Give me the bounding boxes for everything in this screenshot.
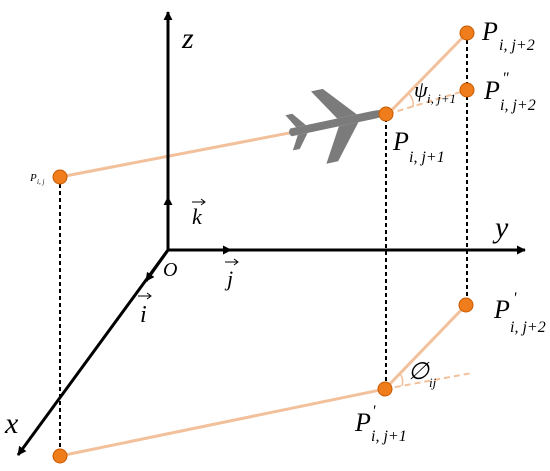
path-upper-extension <box>387 89 468 115</box>
svg-text:P: P <box>392 127 409 156</box>
svg-text:i, j+1: i, j+1 <box>371 428 407 445</box>
svg-text:': ' <box>513 290 517 307</box>
point-pij1-prime <box>377 381 393 397</box>
svg-text:ψ: ψ <box>414 77 428 102</box>
phi-angle-label: ∅ ij <box>408 359 437 390</box>
label-pij1-prime: P ' i, j+1 <box>354 403 407 445</box>
svg-text:i, j+1: i, j+1 <box>409 149 445 166</box>
phi-angle-arc <box>399 373 404 387</box>
k-vector-label: k <box>192 198 206 229</box>
y-axis-label: y <box>492 211 509 244</box>
svg-text:i, j+2: i, j+2 <box>500 97 536 114</box>
j-vector-label: j <box>224 258 239 291</box>
svg-text:ij: ij <box>429 375 437 390</box>
i-vector-label: i <box>138 292 152 328</box>
svg-text:P: P <box>481 17 498 46</box>
svg-text:P: P <box>29 172 37 184</box>
label-pij2-prime: P ' i, j+2 <box>493 290 546 336</box>
label-pij2-double-prime: P " i, j+2 <box>483 70 536 114</box>
point-pij2-double-prime <box>459 82 475 98</box>
svg-text:i: i <box>140 302 147 328</box>
path-upper-segment-2 <box>386 31 469 116</box>
svg-text:P: P <box>483 76 500 105</box>
path-lower-extension <box>384 372 473 390</box>
svg-text:i, j+1: i, j+1 <box>427 91 456 106</box>
airplane-icon <box>285 88 387 164</box>
point-pij2-prime <box>458 297 474 313</box>
svg-text:∅: ∅ <box>408 359 430 385</box>
z-axis-label: z <box>181 22 194 55</box>
axes <box>16 11 526 456</box>
label-pij: P i, j <box>29 172 44 186</box>
points <box>52 25 475 464</box>
svg-text:j: j <box>224 266 233 291</box>
origin-label: O <box>163 259 177 281</box>
svg-text:i, j: i, j <box>37 178 44 186</box>
path-lower-segment-1 <box>59 387 386 458</box>
svg-text:P: P <box>354 408 371 437</box>
svg-text:k: k <box>192 204 203 229</box>
x-axis <box>16 249 170 456</box>
svg-text:': ' <box>372 403 376 420</box>
i-vector <box>144 249 170 282</box>
point-pij <box>52 169 68 185</box>
path-lower-segment-2 <box>383 303 468 391</box>
psi-angle-arc <box>407 92 414 108</box>
svg-text:P: P <box>493 295 510 324</box>
x-axis-label: x <box>4 407 19 440</box>
projection-lines <box>59 33 468 456</box>
point-pij1 <box>378 106 394 122</box>
point-pij2 <box>459 25 475 41</box>
svg-text:i, j+2: i, j+2 <box>499 37 535 54</box>
point-pij-lower <box>52 448 68 464</box>
svg-text:i, j+2: i, j+2 <box>510 319 546 336</box>
svg-text:": " <box>502 70 509 87</box>
label-pij1: P i, j+1 <box>392 127 445 166</box>
psi-angle-label: ψ i, j+1 <box>414 77 456 106</box>
label-pij2: P i, j+2 <box>481 17 535 54</box>
